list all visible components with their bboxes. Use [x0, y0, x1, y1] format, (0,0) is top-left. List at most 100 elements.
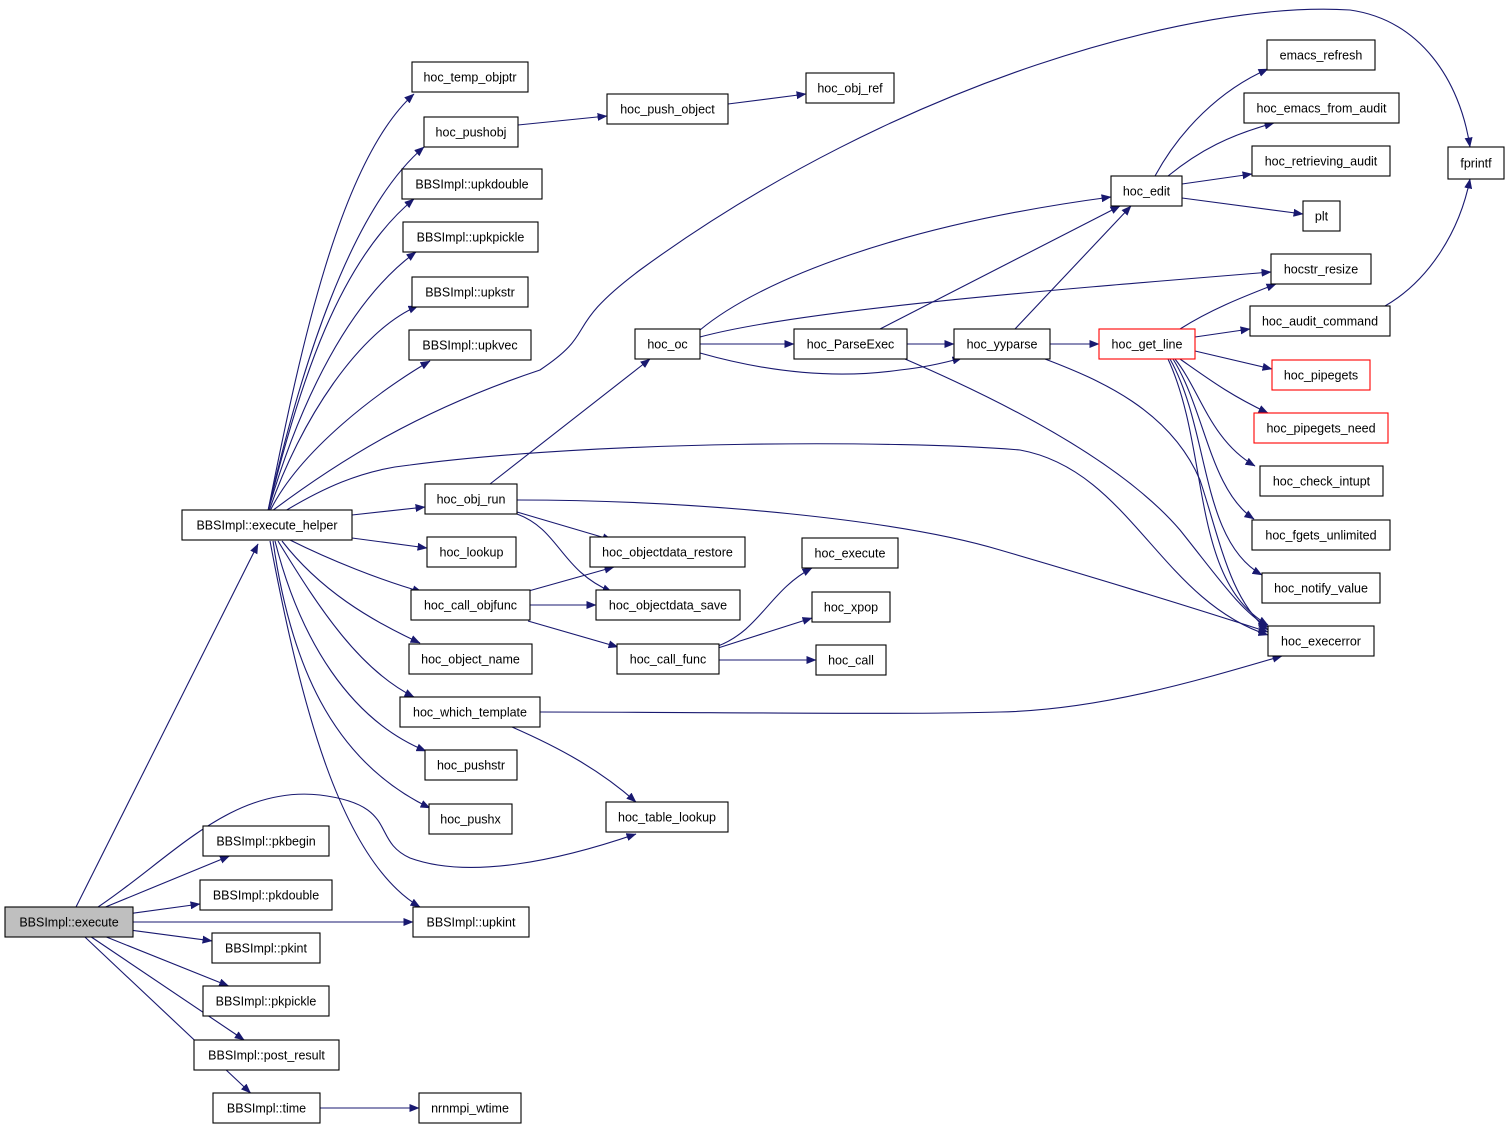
node-hoc_xpop[interactable]: hoc_xpop: [811, 591, 891, 623]
node-label: emacs_refresh: [1280, 49, 1363, 63]
node-box: [428, 803, 513, 835]
node-box: [1110, 175, 1183, 207]
node-label: hoc_table_lookup: [618, 811, 716, 825]
node-hoc_object_name[interactable]: hoc_object_name: [408, 643, 533, 675]
edge-hoc_oc-to-hoc_edit: [699, 194, 1112, 331]
edge-hoc_edit-to-hoc_emacs_from_audit: [1167, 121, 1275, 177]
node-upkdouble[interactable]: BBSImpl::upkdouble: [401, 168, 543, 200]
node-hoc_pushstr[interactable]: hoc_pushstr: [424, 749, 518, 781]
node-hoc_objectdata_restore[interactable]: hoc_objectdata_restore: [589, 536, 746, 568]
edge-hoc_call_objfunc-to-hoc_call_func: [527, 620, 619, 649]
edge-execute_helper-to-hoc_object_name: [281, 540, 421, 644]
node-hoc_fgets_unlimited[interactable]: hoc_fgets_unlimited: [1251, 519, 1391, 551]
edge-hoc_call_objfunc-to-hoc_objectdata_restore: [524, 565, 615, 593]
node-box: [634, 328, 701, 360]
edge-hoc_which_template-to-hoc_table_lookup: [511, 726, 637, 803]
node-fprintf[interactable]: fprintf: [1447, 146, 1505, 180]
node-box: [793, 328, 908, 360]
edge-hoc_ParseExec-to-hoc_execerror: [904, 358, 1269, 628]
node-hoc_temp_objptr[interactable]: hoc_temp_objptr: [411, 61, 529, 93]
node-box: [418, 1092, 522, 1124]
node-hoc_check_intupt[interactable]: hoc_check_intupt: [1259, 465, 1384, 497]
node-hoc_ParseExec[interactable]: hoc_ParseExec: [793, 328, 908, 360]
node-pkpickle[interactable]: BBSImpl::pkpickle: [202, 985, 330, 1017]
node-pkbegin[interactable]: BBSImpl::pkbegin: [202, 825, 330, 857]
node-label: BBSImpl::pkdouble: [213, 889, 319, 903]
node-box: [426, 536, 517, 568]
edge-execute-to-execute_helper: [74, 543, 259, 910]
node-hoc_retrieving_audit[interactable]: hoc_retrieving_audit: [1251, 145, 1391, 177]
node-upkpickle[interactable]: BBSImpl::upkpickle: [402, 221, 539, 253]
node-hoc_notify_value[interactable]: hoc_notify_value: [1261, 572, 1381, 604]
node-time[interactable]: BBSImpl::time: [212, 1092, 321, 1124]
node-label: hoc_yyparse: [967, 338, 1038, 352]
node-hoc_edit[interactable]: hoc_edit: [1110, 175, 1183, 207]
node-box: [423, 116, 519, 148]
node-label: fprintf: [1460, 157, 1492, 171]
node-hoc_call_func[interactable]: hoc_call_func: [616, 643, 720, 675]
node-hoc_call_objfunc[interactable]: hoc_call_objfunc: [410, 589, 531, 621]
node-hoc_pipegets_need[interactable]: hoc_pipegets_need: [1253, 412, 1389, 444]
edge-execute-to-post_result: [90, 936, 245, 1041]
edge-execute_helper-to-hoc_execerror: [284, 443, 1269, 636]
node-box: [953, 328, 1051, 360]
node-hoc_audit_command[interactable]: hoc_audit_command: [1249, 305, 1391, 337]
node-label: hoc_call: [828, 654, 874, 668]
node-upkstr[interactable]: BBSImpl::upkstr: [411, 276, 529, 308]
edge-hoc_get_line-to-hoc_notify_value: [1169, 358, 1263, 576]
node-box: [408, 643, 533, 675]
node-hoc_push_object[interactable]: hoc_push_object: [606, 93, 729, 125]
node-upkvec[interactable]: BBSImpl::upkvec: [408, 329, 532, 361]
node-box: [410, 589, 531, 621]
node-hoc_obj_run[interactable]: hoc_obj_run: [424, 483, 518, 515]
edges-layer: [74, 8, 1473, 1112]
node-box: [595, 589, 741, 621]
edge-execute_helper-to-hoc_pushobj: [267, 146, 425, 512]
node-hoc_obj_ref[interactable]: hoc_obj_ref: [805, 72, 895, 104]
node-nrnmpi_wtime[interactable]: nrnmpi_wtime: [418, 1092, 522, 1124]
node-plt[interactable]: plt: [1302, 200, 1341, 232]
node-hoc_objectdata_save[interactable]: hoc_objectdata_save: [595, 589, 741, 621]
edge-execute_helper-to-upkvec: [269, 360, 431, 512]
node-box: [616, 643, 720, 675]
node-label: hoc_object_name: [421, 653, 520, 667]
node-label: hoc_temp_objptr: [423, 71, 516, 85]
node-box: [1266, 39, 1376, 71]
node-hoc_get_line[interactable]: hoc_get_line: [1098, 328, 1196, 360]
node-label: BBSImpl::execute: [19, 916, 118, 930]
node-hoc_pushx[interactable]: hoc_pushx: [428, 803, 513, 835]
node-hoc_yyparse[interactable]: hoc_yyparse: [953, 328, 1051, 360]
node-execute_helper[interactable]: BBSImpl::execute_helper: [181, 509, 353, 541]
node-pkint[interactable]: BBSImpl::pkint: [211, 932, 321, 964]
edge-hoc_obj_run-to-hoc_objectdata_restore: [516, 511, 613, 542]
node-execute[interactable]: BBSImpl::execute: [4, 906, 134, 938]
node-label: BBSImpl::pkbegin: [216, 835, 315, 849]
node-hoc_execerror[interactable]: hoc_execerror: [1267, 625, 1375, 657]
node-hoc_call[interactable]: hoc_call: [815, 644, 887, 676]
node-hoc_lookup[interactable]: hoc_lookup: [426, 536, 517, 568]
node-label: hoc_execute: [815, 547, 886, 561]
edge-hoc_edit-to-emacs_refresh: [1154, 68, 1269, 177]
node-hoc_oc[interactable]: hoc_oc: [634, 328, 701, 360]
node-post_result[interactable]: BBSImpl::post_result: [193, 1039, 340, 1071]
edge-execute_helper-to-hoc_temp_objptr: [267, 93, 415, 512]
node-pkdouble[interactable]: BBSImpl::pkdouble: [199, 879, 333, 911]
node-box: [424, 483, 518, 515]
node-hocstr_resize[interactable]: hocstr_resize: [1270, 253, 1372, 285]
node-hoc_emacs_from_audit[interactable]: hoc_emacs_from_audit: [1243, 92, 1400, 124]
node-box: [202, 825, 330, 857]
node-label: plt: [1315, 210, 1329, 224]
node-hoc_execute[interactable]: hoc_execute: [801, 537, 899, 569]
node-label: hoc_pipegets_need: [1266, 422, 1375, 436]
node-box: [181, 509, 353, 541]
node-hoc_table_lookup[interactable]: hoc_table_lookup: [605, 801, 729, 833]
node-label: hoc_emacs_from_audit: [1257, 102, 1387, 116]
edge-hoc_obj_run-to-hoc_objectdata_save: [516, 513, 613, 593]
node-label: hoc_objectdata_restore: [602, 546, 733, 560]
node-hoc_which_template[interactable]: hoc_which_template: [399, 696, 541, 728]
node-upkint[interactable]: BBSImpl::upkint: [412, 906, 530, 938]
node-box: [1271, 359, 1371, 391]
node-emacs_refresh[interactable]: emacs_refresh: [1266, 39, 1376, 71]
node-hoc_pipegets[interactable]: hoc_pipegets: [1271, 359, 1371, 391]
node-hoc_pushobj[interactable]: hoc_pushobj: [423, 116, 519, 148]
